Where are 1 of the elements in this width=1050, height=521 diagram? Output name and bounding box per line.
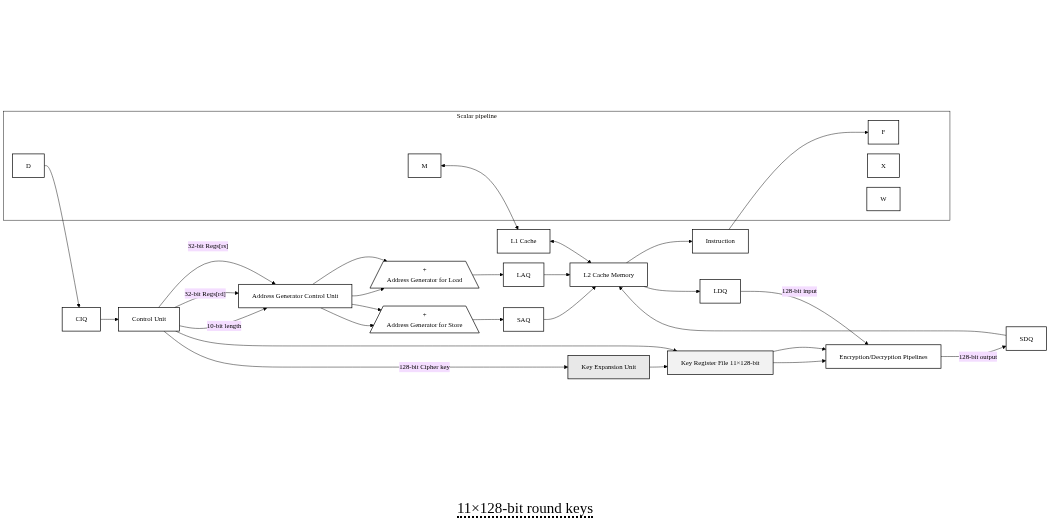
annotation-label: 11×128-bit round keys	[456, 500, 594, 518]
